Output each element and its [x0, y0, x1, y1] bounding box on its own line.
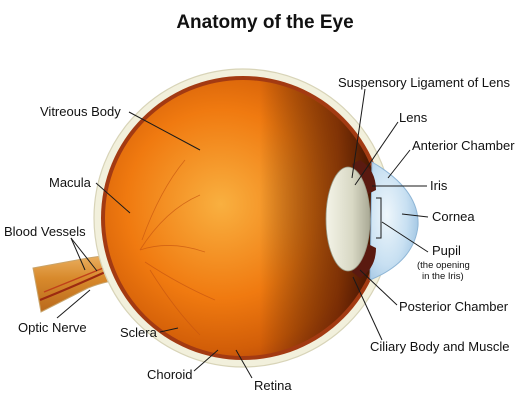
- label-blood-vessels: Blood Vessels: [4, 224, 86, 239]
- leader-lines: [56, 88, 429, 379]
- label-optic-nerve: Optic Nerve: [18, 320, 87, 335]
- label-sclera: Sclera: [120, 325, 158, 340]
- label-pupil-note-2: in the Iris): [422, 271, 464, 282]
- label-cornea: Cornea: [432, 209, 475, 224]
- label-vitreous-body: Vitreous Body: [40, 104, 121, 119]
- label-suspensory-ligament: Suspensory Ligament of Lens: [338, 75, 510, 90]
- label-choroid: Choroid: [147, 367, 193, 382]
- cornea-shape: [369, 161, 419, 281]
- label-pupil-note-1: (the opening: [417, 260, 470, 271]
- iris-shape: [352, 160, 376, 278]
- label-anterior-chamber: Anterior Chamber: [412, 138, 515, 153]
- label-retina: Retina: [254, 378, 292, 393]
- label-macula: Macula: [49, 175, 92, 190]
- label-ciliary-body: Ciliary Body and Muscle: [370, 339, 509, 354]
- label-lens: Lens: [399, 110, 428, 125]
- label-posterior-chamber: Posterior Chamber: [399, 299, 509, 314]
- lens-shape: [325, 166, 371, 272]
- label-pupil: Pupil: [432, 243, 461, 258]
- label-iris: Iris: [430, 178, 448, 193]
- diagram-title: Anatomy of the Eye: [176, 12, 353, 33]
